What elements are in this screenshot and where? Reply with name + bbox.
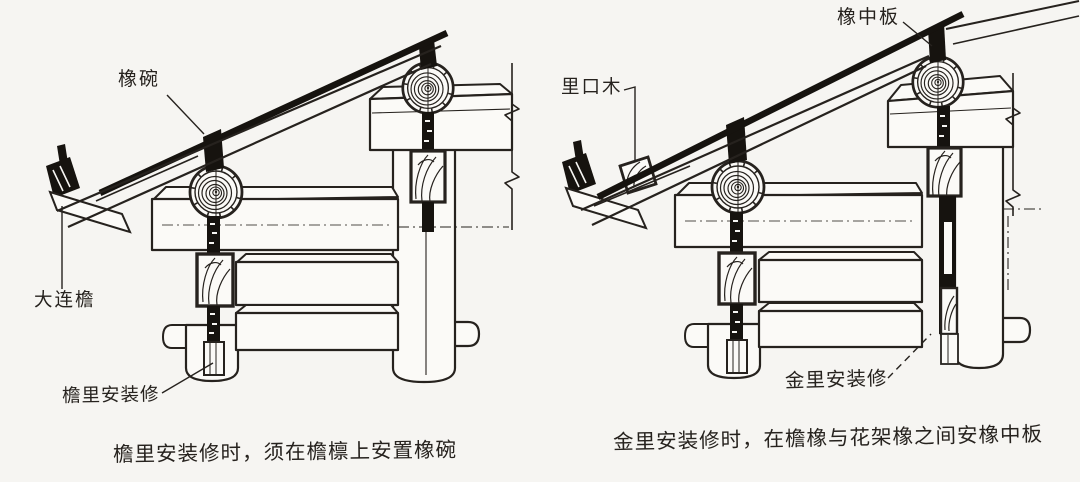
left-rafter-line-1 [56, 44, 442, 213]
jinli-board-assembly [926, 106, 963, 365]
right-beam3 [757, 309, 924, 349]
right-left-column-tenon [684, 323, 708, 348]
label-dalianyan: 大连檐 [34, 291, 96, 311]
likoumu-leader [623, 86, 636, 160]
right-center-section [717, 212, 757, 374]
left-eave-fascia [48, 190, 132, 234]
right-leader-lines [623, 21, 933, 379]
right-beam2 [757, 258, 924, 304]
left-roof-slope [56, 30, 449, 229]
right-beam3-top [758, 302, 923, 312]
left-columns-and-beams [150, 63, 520, 384]
label-chuanwan: 橡碗 [118, 69, 161, 90]
right-beam2-top [758, 251, 923, 261]
right-rafter-line-2 [591, 65, 927, 226]
chuanzhongban-wedge [928, 23, 946, 63]
right-rafter-line-1 [580, 54, 930, 212]
dalianyan-eave-board [46, 157, 80, 198]
right-roof-slope [580, 0, 1080, 226]
label-chuanzhongban: 橡中板 [837, 7, 901, 28]
left-eave-assembly [46, 144, 132, 234]
left-diagram [46, 30, 520, 394]
left-beam2 [234, 260, 400, 307]
right-cut-line [1005, 73, 1021, 216]
left-upper-wedge [419, 40, 437, 70]
jinli-leader [887, 333, 932, 379]
right-right-column-tenon [1003, 316, 1032, 344]
right-eave-fascia [564, 186, 648, 230]
left-left-column-tenon [162, 324, 186, 349]
right-diagram [562, 0, 1080, 380]
left-cut-line [504, 63, 520, 230]
chuanwan-leader [166, 94, 205, 135]
right-columns-and-beams [673, 73, 1043, 380]
right-upper-purlin-log [911, 55, 965, 109]
left-caption: 檐里安装修时，须在檐檩上安置橡碗 [112, 439, 458, 467]
left-eave-purlin-log [188, 164, 244, 220]
label-jinli-anzhuangxiu: 金里安装修 [784, 368, 888, 393]
left-center-section [195, 112, 447, 376]
yanli-leader [161, 362, 214, 394]
right-mid-purlin-log [710, 159, 766, 215]
left-rafter-line-2 [67, 62, 432, 229]
right-roof-sheathing [596, 11, 965, 200]
left-roof-sheathing [98, 30, 449, 196]
left-right-column-tenon [455, 320, 481, 348]
left-beam3 [234, 311, 400, 352]
yanli-board [203, 341, 225, 376]
label-likoumu: 里口木 [561, 78, 623, 98]
right-eave-board [562, 153, 596, 194]
left-leader-lines [61, 94, 214, 394]
left-right-column [391, 150, 457, 384]
chuanzhongban-leader [902, 21, 933, 47]
left-beam3-top [235, 304, 399, 314]
left-upper-purlin-log [401, 61, 455, 115]
label-yanli-anzhuangxiu: 檐里安装修 [61, 385, 160, 407]
